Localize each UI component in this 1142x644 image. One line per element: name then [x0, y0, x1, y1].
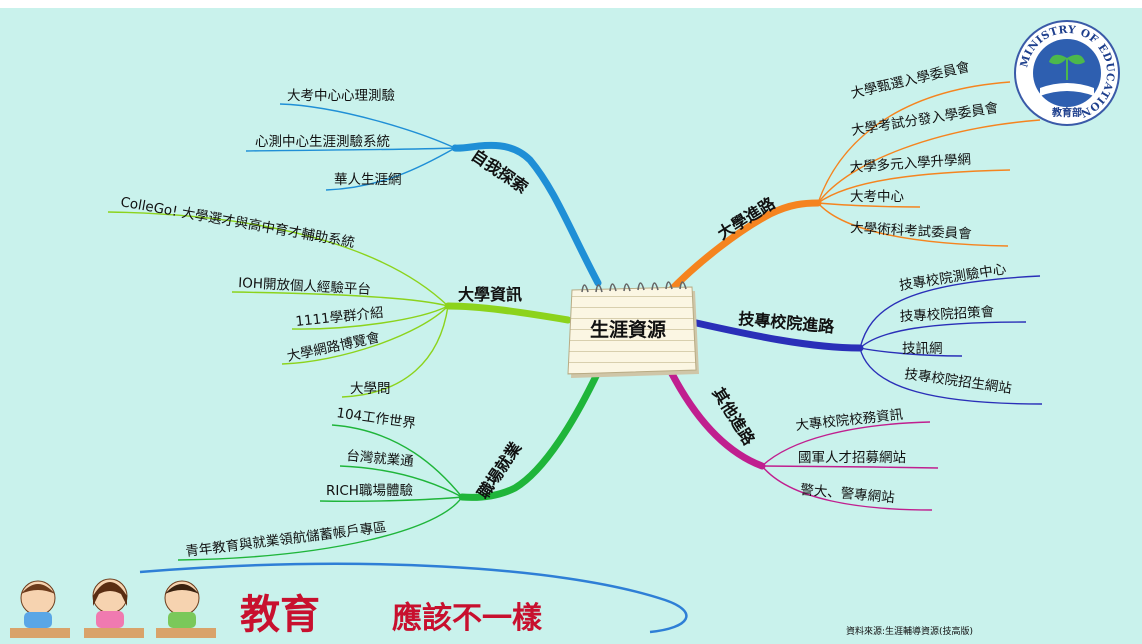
bottom-swoosh [139, 562, 688, 634]
topic-university-info: 大學資訊 [458, 285, 522, 304]
center-node: 生涯資源 [567, 281, 699, 378]
slogan-main: 教育 [240, 591, 320, 638]
item-techpath-1[interactable]: 技專校院招策會 [899, 303, 995, 325]
item-univinfo-4[interactable]: 大學問 [350, 381, 391, 397]
slogan-sub: 應該不一樣 [392, 601, 543, 636]
item-univpath-1[interactable]: 大學考試分發入學委員會 [850, 100, 1000, 139]
item-self-2[interactable]: 華人生涯網 [334, 172, 402, 188]
item-univinfo-2[interactable]: 1111學群介紹 [295, 305, 385, 330]
item-univpath-0[interactable]: 大學甄選入學委員會 [849, 59, 971, 102]
center-title: 生涯資源 [590, 318, 666, 341]
item-techpath-0[interactable]: 技專校院測驗中心 [898, 260, 1008, 294]
logo-name: 教育部 [1051, 106, 1082, 119]
item-self-0[interactable]: 大考中心心理測驗 [287, 88, 395, 104]
student-illustration [10, 578, 216, 638]
item-univinfo-0[interactable]: ColleGo! 大學選才與高中育才輔助系統 [119, 193, 356, 251]
spiral-binding [581, 281, 687, 293]
branch-university-info: 大學資訊 ColleGo! 大學選才與高中育才輔助系統 IOH開放個人經驗平台 … [107, 193, 572, 398]
branch-self-exploration: 自我探索 大考中心心理測驗 心測中心生涯測驗系統 華人生涯網 [245, 88, 602, 287]
item-career-0[interactable]: 104工作世界 [335, 405, 416, 432]
item-univpath-4[interactable]: 大學術科考試委員會 [850, 220, 973, 242]
item-other-2[interactable]: 警大、警專網站 [800, 482, 896, 506]
item-univinfo-1[interactable]: IOH開放個人經驗平台 [238, 275, 371, 298]
item-univinfo-3[interactable]: 大學網路博覽會 [285, 329, 381, 365]
item-career-1[interactable]: 台灣就業通 [346, 448, 415, 470]
item-career-2[interactable]: RICH職場體驗 [326, 483, 413, 499]
moe-logo: MINISTRY OF EDUCATION 教育部 [1014, 20, 1120, 126]
source-note: 資料來源:生涯輔導資源(技高版) [846, 625, 973, 637]
branch-career: 職場就業 104工作世界 台灣就業通 RICH職場體驗 青年教育與就業領航儲蓄帳… [177, 368, 602, 561]
branch-technical-path: 技專校院進路 技專校院測驗中心 技專校院招策會 技訊網 技專校院招生網站 [688, 260, 1043, 405]
branch-other-path: 其他進路 大專校院校務資訊 國軍人才招募網站 警大、警專網站 [664, 362, 939, 511]
item-other-1[interactable]: 國軍人才招募網站 [798, 450, 906, 466]
branch-university-path: 大學進路 大學甄選入學委員會 大學考試分發入學委員會 大學多元入學升學網 大考中… [664, 59, 1041, 297]
item-univpath-3[interactable]: 大考中心 [850, 189, 904, 205]
item-techpath-2[interactable]: 技訊網 [902, 341, 943, 357]
item-self-1[interactable]: 心測中心生涯測驗系統 [255, 134, 390, 150]
